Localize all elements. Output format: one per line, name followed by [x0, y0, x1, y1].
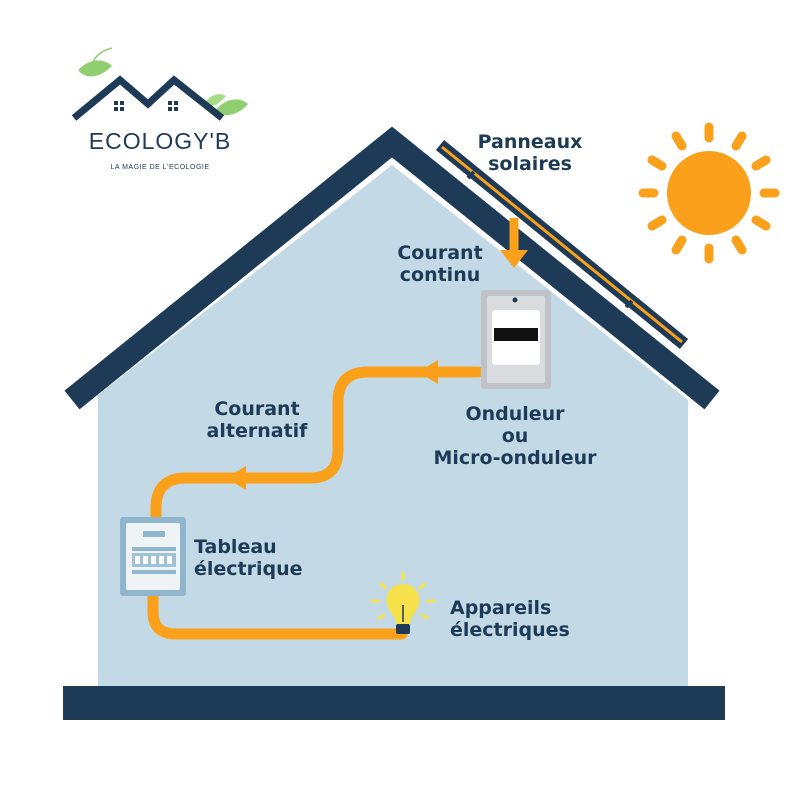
- label-line: Courant: [397, 242, 483, 264]
- electrical-panel-icon: [120, 517, 186, 596]
- label-line: solaires: [488, 153, 572, 175]
- label-electrical-board: Tableau électrique: [194, 536, 324, 580]
- ac-arrow-head-2: [226, 466, 246, 490]
- label-line: Onduleur: [465, 403, 565, 425]
- solar-panel-icon: [435, 139, 689, 350]
- house-roof: [64, 126, 720, 410]
- house-logo-icon: [71, 47, 248, 121]
- logo-tagline: LA MAGIE DE L'ECOLOGIE: [110, 164, 210, 171]
- label-appliances: Appareils électriques: [450, 597, 590, 641]
- label-line: Appareils: [450, 597, 552, 619]
- ground-bar: [63, 686, 725, 720]
- dc-arrow: [500, 218, 528, 268]
- label-line: électriques: [450, 619, 570, 641]
- logo-name: ECOLOGY'B: [88, 128, 232, 154]
- sun-icon: [638, 122, 780, 264]
- label-line: continu: [399, 264, 481, 286]
- label-inverter: Onduleur ou Micro-onduleur: [420, 403, 610, 469]
- label-line: électrique: [194, 558, 303, 580]
- ac-arrow-head-1: [418, 360, 438, 384]
- ac-wire: [147, 366, 484, 640]
- label-line: Micro-onduleur: [433, 447, 597, 469]
- label-alternating-current: Courant alternatif: [192, 398, 322, 442]
- label-line: Courant: [214, 398, 300, 420]
- label-direct-current: Courant continu: [380, 242, 500, 286]
- label-line: Panneaux: [477, 131, 583, 153]
- light-bulb-icon: [370, 571, 436, 634]
- label-line: Tableau: [194, 536, 277, 558]
- label-line: ou: [501, 425, 529, 447]
- label-line: alternatif: [206, 420, 308, 442]
- label-solar-panels: Panneaux solaires: [460, 131, 600, 175]
- inverter-icon: [481, 290, 551, 389]
